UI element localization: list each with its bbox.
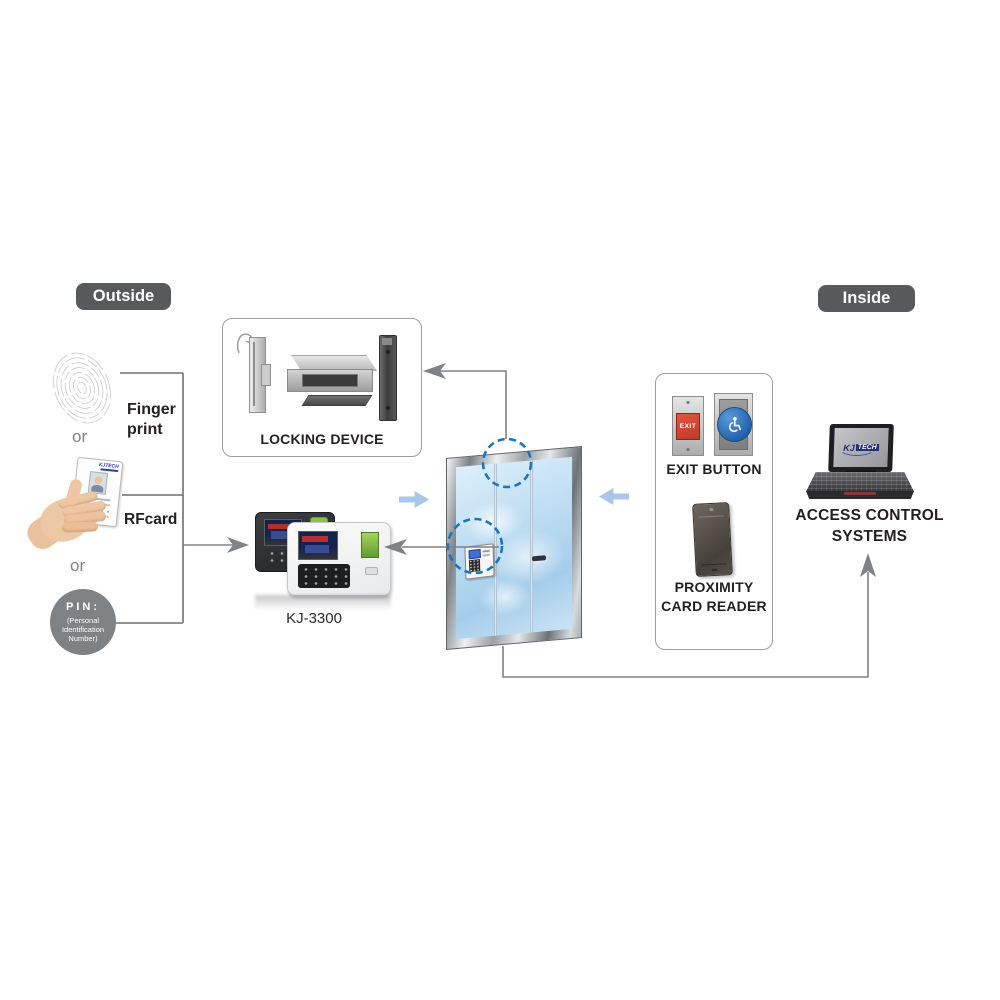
locking-device-box: LOCKING DEVICE — [222, 318, 422, 457]
screw — [686, 448, 690, 451]
hand-finger — [61, 521, 99, 533]
proximity-caption: PROXIMITY CARD READER — [656, 578, 772, 616]
wheelchair-icon — [729, 416, 742, 432]
laptop-keyboard — [806, 472, 914, 492]
laptop-logo-swoosh — [838, 440, 876, 456]
electric-strike-image — [249, 337, 271, 413]
locking-device-label: LOCKING DEVICE — [260, 431, 384, 447]
exit-button-caption: EXIT BUTTON — [666, 461, 762, 477]
inside-badge: Inside — [818, 285, 915, 312]
inside-devices-box: EXIT EXIT BUTTON PROXIMITY CARD READE — [655, 373, 773, 650]
screen-content — [305, 545, 329, 553]
kj3300-front-keypad — [298, 564, 350, 588]
pin-sub3: Number) — [68, 634, 98, 643]
door-to-lock-arrowhead — [423, 363, 446, 379]
kj3300-terminal-image — [253, 508, 393, 613]
access-caption-line2: SYSTEMS — [831, 528, 908, 545]
glass-door-image — [446, 444, 582, 650]
door-terminal-detail — [482, 549, 490, 553]
pin-title: PIN: — [66, 601, 100, 613]
door-to-lock-line — [440, 370, 507, 439]
kj3300-front-unit — [287, 522, 391, 596]
bolt-top-cap — [382, 338, 392, 345]
reader-led — [708, 507, 713, 511]
bolt-hole — [386, 350, 390, 354]
strike-latch — [261, 364, 271, 386]
fingerprint-label: Finger print — [127, 400, 176, 440]
laptop-image: KJ TECH — [806, 424, 914, 502]
maglock-front-face — [287, 369, 373, 392]
bolt-hole — [386, 406, 390, 410]
outside-badge-label: Outside — [92, 287, 155, 305]
flow-arrow-right-icon — [399, 491, 429, 508]
screen-content — [271, 531, 293, 539]
outside-badge: Outside — [76, 283, 171, 310]
kj3300-model-label: KJ-3300 — [286, 610, 342, 627]
laptop-screen: KJ TECH — [833, 428, 889, 467]
door-terminal-detail — [482, 553, 490, 557]
strike-groove — [253, 342, 255, 406]
door-terminal-keypad — [468, 558, 481, 573]
proximity-caption-line1: PROXIMITY — [674, 579, 754, 595]
exit-red-button-label: EXIT — [679, 423, 697, 430]
inside-badge-label: Inside — [842, 289, 891, 307]
or-label-1: or — [72, 427, 88, 446]
bolt-lock-image — [379, 335, 397, 421]
maglock-armature — [301, 395, 373, 406]
reader-seam — [698, 515, 724, 518]
proximity-card-reader-image — [692, 502, 733, 577]
kj3300-fingerprint-sensor — [361, 532, 379, 558]
laptop-screen-frame: KJ TECH — [828, 424, 894, 472]
door-glass — [456, 456, 572, 640]
proximity-caption-line2: CARD READER — [661, 598, 767, 614]
rfcard-label: RFcard — [124, 511, 178, 528]
door-frame — [446, 446, 582, 650]
pin-circle: PIN: (Personal Identification Number) — [50, 589, 116, 655]
reader-port — [711, 568, 718, 572]
laptop-logo: KJ TECH — [838, 440, 879, 456]
fingerprint-label-line2: print — [127, 421, 163, 438]
reader-seam — [701, 563, 727, 566]
screw — [686, 401, 690, 404]
or-label-2: or — [70, 556, 86, 575]
rfcard-photo-face — [93, 475, 103, 485]
maglock-magnet-plate — [302, 374, 358, 387]
access-caption-line1: ACCESS CONTROL — [795, 507, 944, 524]
exit-button-image: EXIT — [672, 396, 704, 456]
door-mullion — [530, 460, 534, 633]
accessible-blue-button — [717, 407, 752, 442]
screen-content — [268, 524, 292, 529]
maglock-image — [281, 351, 383, 409]
kj3300-reflection — [255, 595, 391, 613]
fingerprint-label-line1: Finger — [127, 401, 176, 418]
door-to-computer-arrowhead — [860, 553, 876, 577]
screen-content — [302, 536, 328, 542]
accessible-button-image — [714, 393, 753, 456]
laptop-front-edge — [806, 491, 914, 499]
kj3300-front-screen — [298, 531, 338, 560]
arrow-to-terminal-head — [227, 537, 249, 553]
pin-sub1: (Personal — [66, 616, 100, 625]
rfcard-hand-image: KJTECH — [22, 455, 136, 563]
exit-red-button: EXIT — [676, 413, 700, 440]
door-mullion — [494, 463, 498, 636]
door-handle — [532, 555, 546, 562]
door-terminal-screen — [468, 548, 481, 560]
flow-arrow-left-icon — [599, 488, 629, 505]
laptop-touchpad — [844, 492, 876, 495]
fingerprint-icon — [46, 346, 120, 430]
door-mounted-terminal — [464, 543, 495, 580]
access-control-caption: ACCESS CONTROL SYSTEMS — [792, 505, 947, 547]
pin-sub2: Identification — [61, 625, 105, 634]
kj3300-side-button — [365, 567, 378, 575]
